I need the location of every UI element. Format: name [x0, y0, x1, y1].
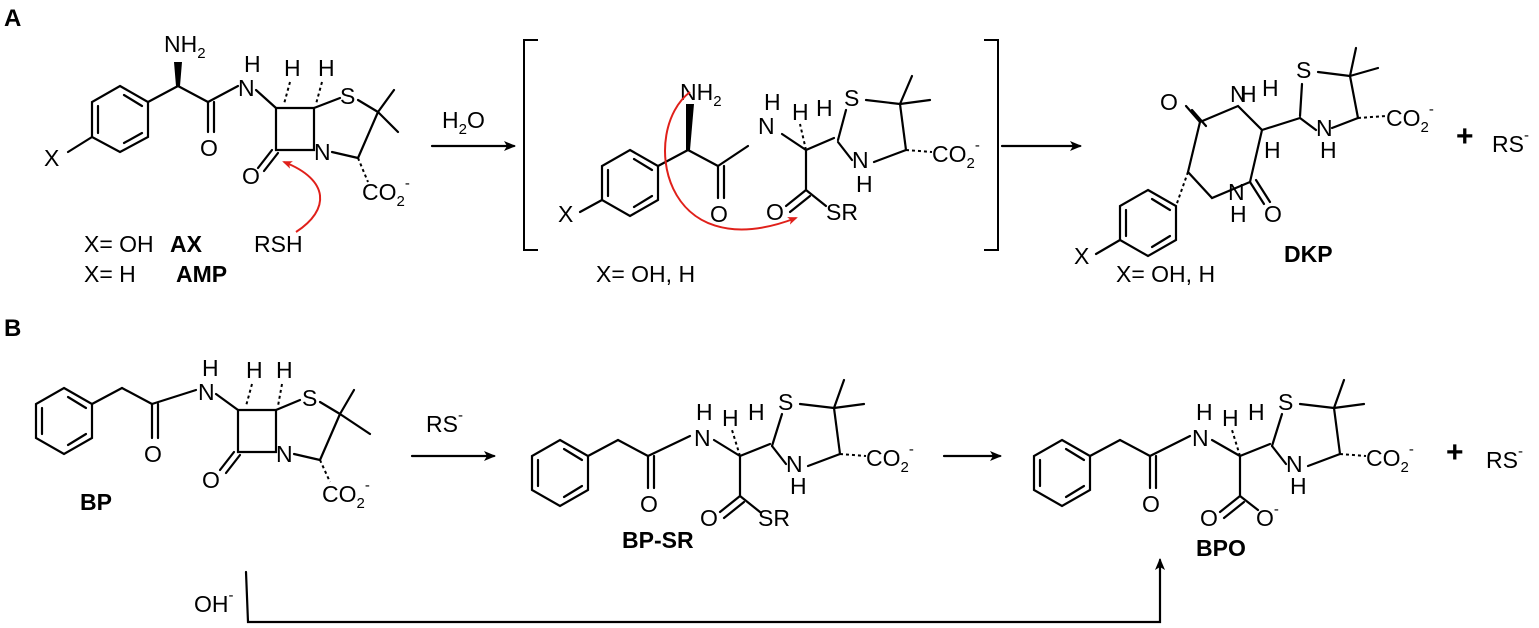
panel-label-a: A	[4, 5, 21, 32]
dkp-nh-1-h: H	[1240, 81, 1257, 107]
bpsr-amide-n: N	[694, 425, 711, 451]
h-int-2: H	[816, 95, 833, 121]
thioester-o: O	[766, 199, 784, 225]
amine-nh2-int: NH2	[680, 79, 722, 110]
carbonyl-o-int: O	[710, 201, 728, 227]
amide-n-int: N	[758, 113, 775, 139]
thioester-sr: SR	[826, 199, 858, 225]
x-substituent-int: X	[558, 201, 573, 227]
arrow-direct-hydrolysis	[244, 558, 1165, 624]
bpo-structure: O N H H O O- H S N H CO2-	[1032, 378, 1414, 531]
bp-lactam-o: O	[202, 467, 220, 493]
bp-h-1: H	[246, 357, 263, 383]
bpo-ring-nh-h: H	[1290, 473, 1307, 499]
bpo-label: BPO	[1196, 535, 1246, 561]
dkp-o-1: O	[1160, 89, 1178, 115]
rs-anion-a: RS-	[1492, 127, 1529, 157]
bpsr-h-2: H	[748, 399, 765, 425]
bpsr-ring-nh-h: H	[790, 473, 807, 499]
bpo-carbonyl-o: O	[1142, 491, 1160, 517]
x-substituent: X	[44, 145, 59, 171]
bpsr-sr: SR	[758, 505, 790, 531]
plus-b: +	[1446, 436, 1464, 469]
bp-h-2: H	[276, 357, 293, 383]
bp-amide-n: N	[198, 379, 215, 405]
carbonyl-o: O	[200, 135, 218, 161]
ax-formula-line: X= OH	[84, 231, 154, 257]
dkp-o-2: O	[1264, 201, 1282, 227]
bp-amide-h: H	[202, 355, 219, 381]
amide-h-int: H	[764, 89, 781, 115]
dkp-x-label: X= OH, H	[1116, 261, 1215, 287]
water-reagent: H2O	[442, 107, 485, 138]
ax-amp-structure: X NH2 O N H O H H N S CO2- RSH	[44, 31, 410, 257]
bp-carbonyl-o: O	[144, 441, 162, 467]
dkp-ring-s: S	[1296, 57, 1311, 83]
intermediate-x-label: X= OH, H	[596, 261, 695, 287]
bpo-amide-h: H	[1196, 399, 1213, 425]
h-2: H	[318, 55, 335, 81]
ring-s: S	[340, 83, 355, 109]
bpo-acid-o-minus: O-	[1256, 501, 1279, 531]
h-1: H	[284, 55, 301, 81]
intermediate-structure: X NH2 O N H H O SR H S N H CO2-	[523, 39, 999, 251]
bp-ring-s: S	[302, 385, 317, 411]
bpo-ring-s: S	[1278, 389, 1293, 415]
lactam-o: O	[242, 163, 260, 189]
dkp-ring-nh: N	[1316, 115, 1333, 141]
dkp-h-2: H	[1264, 137, 1281, 163]
bp-label: BP	[80, 489, 112, 515]
ring-nh-int: N	[852, 147, 869, 173]
dkp-ring-nh-h: H	[1320, 137, 1337, 163]
bpo-carboxylate: CO2-	[1366, 441, 1414, 476]
dkp-nh-1: N	[1230, 81, 1247, 107]
thiol-rsh: RSH	[254, 231, 303, 257]
dkp-nh-2: N	[1228, 179, 1245, 205]
x-substituent-dkp: X	[1074, 243, 1089, 269]
bp-sr-structure: O N H H O SR H S N H CO2-	[530, 378, 914, 531]
bpsr-ring-s: S	[778, 389, 793, 415]
dkp-nh-2-h: H	[1230, 201, 1247, 227]
bpsr-amide-h: H	[696, 399, 713, 425]
dkp-label: DKP	[1284, 241, 1333, 267]
dkp-structure: O N H N H O X H H S N H CO2-	[1074, 46, 1434, 269]
bpo-h-2: H	[1248, 399, 1265, 425]
ring-nh-h-int: H	[856, 171, 873, 197]
ring-n: N	[314, 139, 331, 165]
h-int-1: H	[792, 99, 809, 125]
bp-ring-n: N	[276, 441, 293, 467]
amine-nh2: NH2	[164, 31, 206, 62]
hydroxide-reagent: OH-	[194, 587, 234, 617]
dkp-carboxylate: CO2-	[1386, 101, 1434, 136]
bpo-amide-n: N	[1192, 425, 1209, 451]
carboxylate-int: CO2-	[932, 137, 980, 172]
bp-structure: O N H O H H N S CO2-	[34, 355, 372, 512]
bpo-h-1: H	[1222, 405, 1239, 431]
plus-a: +	[1456, 120, 1474, 153]
bpsr-h-1: H	[722, 405, 739, 431]
bpsr-carbonyl-o: O	[640, 491, 658, 517]
bp-carboxylate: CO2-	[322, 477, 370, 512]
rs-anion-b: RS-	[1486, 443, 1523, 473]
carboxylate-a1: CO2-	[362, 175, 410, 210]
bpsr-thioester-o: O	[700, 505, 718, 531]
ring-s-int: S	[844, 85, 859, 111]
bpsr-ring-nh: N	[786, 451, 803, 477]
dkp-h-1: H	[1262, 75, 1279, 101]
rs-reagent: RS-	[426, 407, 463, 437]
amide-nh-h: H	[244, 51, 261, 77]
amide-nh-n: N	[238, 75, 255, 101]
amp-label: AMP	[176, 261, 227, 287]
amp-formula-line: X= H	[84, 261, 136, 287]
ax-label: AX	[170, 231, 203, 257]
panel-label-b: B	[4, 315, 21, 342]
bpsr-carboxylate: CO2-	[866, 441, 914, 476]
bpo-ring-nh: N	[1286, 451, 1303, 477]
bp-sr-label: BP-SR	[622, 527, 694, 553]
bpo-acid-o: O	[1200, 505, 1218, 531]
